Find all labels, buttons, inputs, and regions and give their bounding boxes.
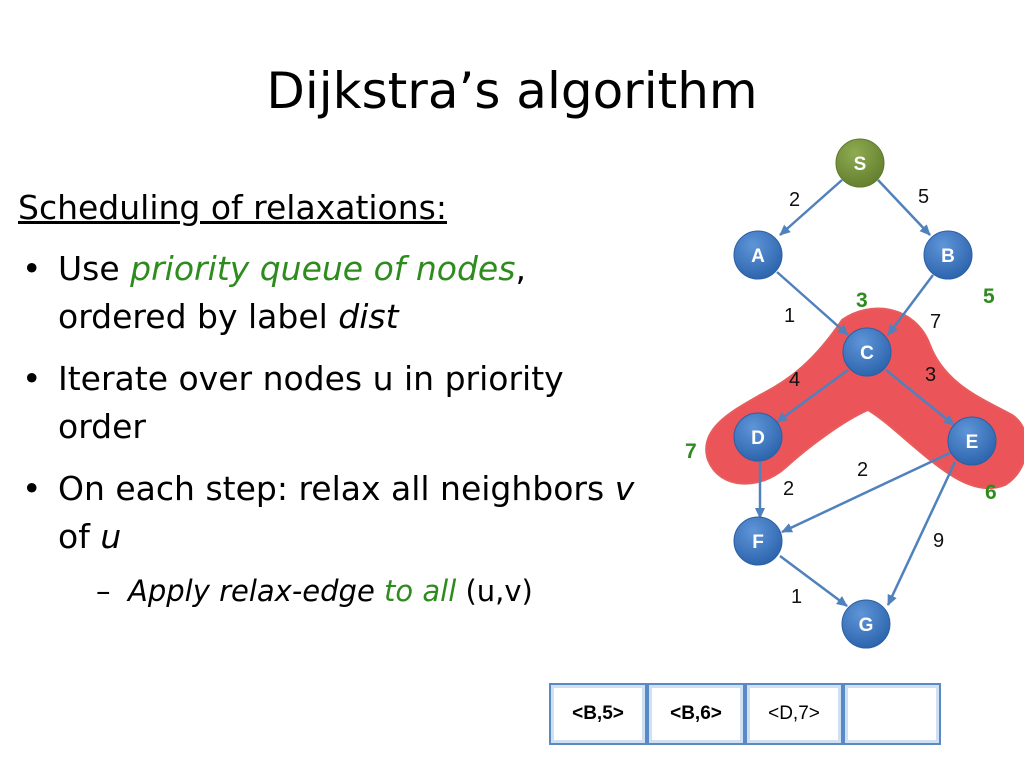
sub-bullet-apply: – Apply relax-edge to all (u,v) [18, 571, 658, 611]
slide-body: Scheduling of relaxations: • Use priorit… [18, 188, 658, 611]
edge-a-c [776, 271, 849, 336]
node-s: S [835, 138, 885, 188]
edge-b-c [887, 274, 934, 336]
b2-text: Iterate over nodes u in priority order [58, 359, 564, 446]
weight-c-d: 4 [789, 369, 800, 391]
bullet-dot-icon: • [22, 249, 42, 288]
node-label-s: S [854, 154, 867, 175]
weight-f-g: 1 [791, 586, 802, 608]
highlight-region [705, 307, 1024, 490]
node-c: C [842, 327, 892, 377]
node-f: F [733, 516, 783, 566]
weight-e-g: 9 [933, 530, 944, 552]
b1-green: priority queue of nodes [130, 249, 516, 288]
bullet-iterate: • Iterate over nodes u in priority order [18, 355, 658, 451]
b1-prefix: Use [58, 249, 131, 288]
node-label-f: F [752, 532, 764, 553]
slide-title: Dijkstra’s algorithm [266, 62, 758, 120]
bullet-dot-icon: • [22, 359, 42, 398]
dist-b: 5 [983, 285, 995, 308]
edge-e-g [886, 461, 957, 606]
weight-s-b: 5 [918, 186, 929, 208]
bullet-relax: • On each step: relax all neighbors v of… [18, 465, 658, 561]
bullet-dot-icon: • [22, 469, 42, 508]
node-label-a: A [751, 246, 765, 267]
node-label-g: G [859, 615, 874, 636]
weight-a-c: 1 [784, 305, 795, 327]
queue-cell: <D,7> [745, 683, 843, 745]
dist-d: 7 [685, 440, 697, 463]
b3-v: v [614, 469, 635, 508]
queue-cell-empty [843, 683, 941, 745]
dist-e: 6 [985, 481, 997, 504]
dist-c: 3 [856, 289, 868, 312]
weight-e-f: 2 [857, 459, 868, 481]
edge-f-g [779, 554, 848, 608]
node-label-d: D [751, 428, 765, 449]
b3-of: of [58, 517, 101, 556]
node-e: E [947, 416, 997, 466]
node-label-e: E [966, 432, 979, 453]
weight-c-e: 3 [925, 364, 936, 386]
weight-d-f: 2 [783, 478, 794, 500]
node-b: B [923, 230, 973, 280]
section-heading: Scheduling of relaxations: [18, 188, 447, 227]
b3-prefix: On each step: relax all neighbors [58, 469, 615, 508]
b1-comma: , [515, 249, 526, 288]
queue-cell: <B,5> [549, 683, 647, 745]
priority-queue: <B,5> <B,6> <D,7> [549, 683, 941, 745]
node-label-c: C [860, 343, 874, 364]
edge-s-a [779, 179, 843, 236]
weight-s-a: 2 [789, 189, 800, 211]
node-d: D [733, 412, 783, 462]
sub-green: to all [384, 574, 457, 608]
sub-ital: Apply relax-edge [128, 574, 385, 608]
edge-s-b [877, 179, 931, 236]
node-g: G [841, 599, 891, 649]
edge-c-d [776, 368, 849, 424]
sub-end: (u,v) [456, 574, 533, 608]
dijkstra-graph: 2 5 1 7 4 3 2 2 9 1 3 5 7 6 S A B C D E … [685, 138, 1024, 649]
queue-cell: <B,6> [647, 683, 745, 745]
dash-icon: – [96, 574, 111, 608]
edge-c-e [885, 369, 955, 426]
b1-dist: dist [338, 297, 399, 336]
b1-line2: ordered by label [58, 297, 339, 336]
edge-e-f [781, 450, 953, 534]
node-label-b: B [941, 246, 955, 267]
weight-b-c: 7 [930, 311, 941, 333]
b3-u: u [100, 517, 122, 556]
bullet-priority-queue: • Use priority queue of nodes, ordered b… [18, 245, 658, 341]
node-a: A [733, 230, 783, 280]
